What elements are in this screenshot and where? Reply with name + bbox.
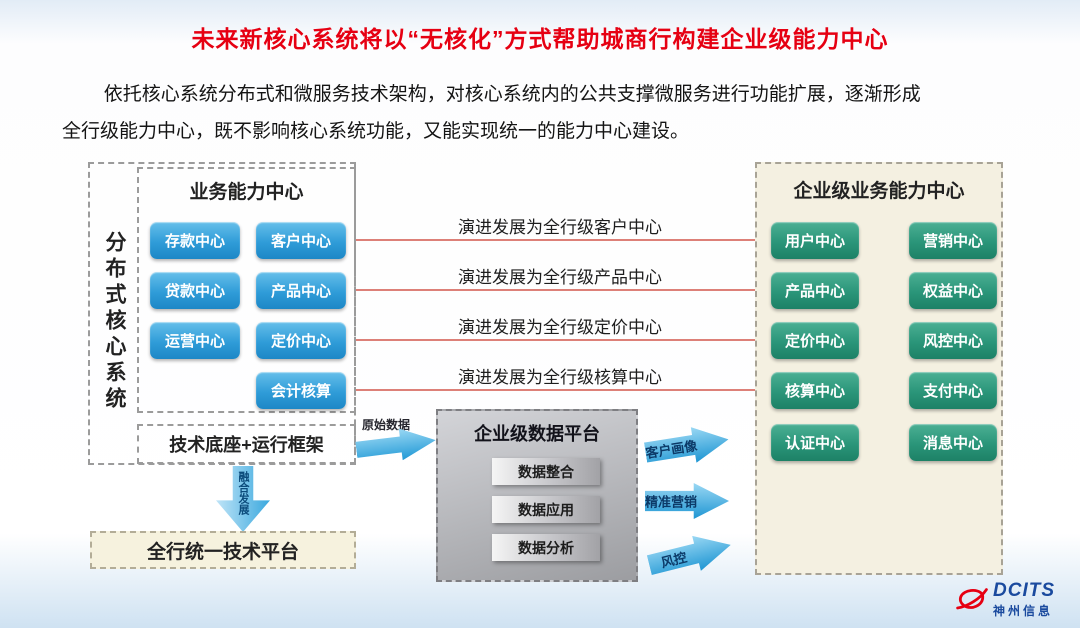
fusion-arrow-label: 融合发展 <box>237 471 249 515</box>
marketing-center-box: 营销中心 <box>909 222 997 259</box>
dcits-logo: DCITS 神州信息 <box>956 581 1055 619</box>
risk-center-box: 风控中心 <box>909 322 997 359</box>
business-capability-title: 业务能力中心 <box>189 182 304 203</box>
evolution-arrow-product <box>356 284 769 296</box>
message-center-box: 消息中心 <box>909 424 997 461</box>
payment-center-box: 支付中心 <box>909 372 997 409</box>
precision-marketing-label: 精准营销 <box>645 494 698 510</box>
dcits-logo-subtitle: 神州信息 <box>993 604 1054 618</box>
user-center-box: 用户中心 <box>771 222 859 259</box>
evolution-label-pricing: 演进发展为全行级定价中心 <box>458 318 662 337</box>
page-title: 未来新核心系统将以“无核化”方式帮助城商行构建企业级能力中心 <box>191 26 889 52</box>
dcits-logo-text: DCITS 神州信息 <box>993 581 1055 619</box>
precision-marketing-arrow: 精准营销 <box>645 483 729 519</box>
data-platform-title: 企业级数据平台 <box>474 424 600 444</box>
risk-control-arrow: 风控 <box>645 527 735 582</box>
raw-data-label: 原始数据 <box>362 418 411 432</box>
data-analysis-bar: 数据分析 <box>492 534 600 561</box>
auth-center-box: 认证中心 <box>771 424 859 461</box>
tech-base-box: 技术底座+运行框架 <box>137 424 356 464</box>
evolution-label-customer: 演进发展为全行级客户中心 <box>458 218 662 237</box>
accounting-center-box: 会计核算 <box>256 372 346 409</box>
dcits-swoosh-icon <box>956 588 988 610</box>
enterprise-capability-title: 企业级业务能力中心 <box>793 181 965 202</box>
dcits-logo-name: DCITS <box>993 580 1055 601</box>
business-capability-box: 业务能力中心 <box>137 167 356 413</box>
risk-control-label: 风控 <box>659 549 689 571</box>
intro-paragraph: 依托核心系统分布式和微服务技术架构，对核心系统内的公共支撑微服务进行功能扩展，逐… <box>62 76 1014 150</box>
distributed-core-label: 分布式核心系统 <box>103 231 126 413</box>
customer-profile-arrow: 客户画像 <box>643 422 732 471</box>
evolution-arrow-customer <box>356 234 769 246</box>
data-platform-box: 企业级数据平台 数据整合 数据应用 数据分析 <box>436 409 638 582</box>
customer-center-box: 客户中心 <box>256 222 346 259</box>
evolution-label-accounting: 演进发展为全行级核算中心 <box>458 368 662 387</box>
deposit-center-box: 存款中心 <box>150 222 240 259</box>
unified-tech-platform-box: 全行统一技术平台 <box>90 531 356 569</box>
evolution-arrow-accounting <box>356 384 769 396</box>
data-integration-bar: 数据整合 <box>492 458 600 485</box>
enterprise-accounting-center-box: 核算中心 <box>771 372 859 409</box>
enterprise-pricing-center-box: 定价中心 <box>771 322 859 359</box>
product-center-box: 产品中心 <box>256 272 346 309</box>
operation-center-box: 运营中心 <box>150 322 240 359</box>
intro-line-1: 依托核心系统分布式和微服务技术架构，对核心系统内的公共支撑微服务进行功能扩展，逐… <box>103 84 921 105</box>
loan-center-box: 贷款中心 <box>150 272 240 309</box>
evolution-label-product: 演进发展为全行级产品中心 <box>458 268 662 287</box>
pricing-center-box: 定价中心 <box>256 322 346 359</box>
evolution-arrow-pricing <box>356 334 769 346</box>
rights-center-box: 权益中心 <box>909 272 997 309</box>
fusion-down-arrow: 融合发展 <box>216 466 270 532</box>
customer-profile-label: 客户画像 <box>644 438 699 461</box>
intro-line-2: 全行级能力中心，既不影响核心系统功能，又能实现统一的能力中心建设。 <box>62 121 690 142</box>
enterprise-product-center-box: 产品中心 <box>771 272 859 309</box>
data-application-bar: 数据应用 <box>492 496 600 523</box>
